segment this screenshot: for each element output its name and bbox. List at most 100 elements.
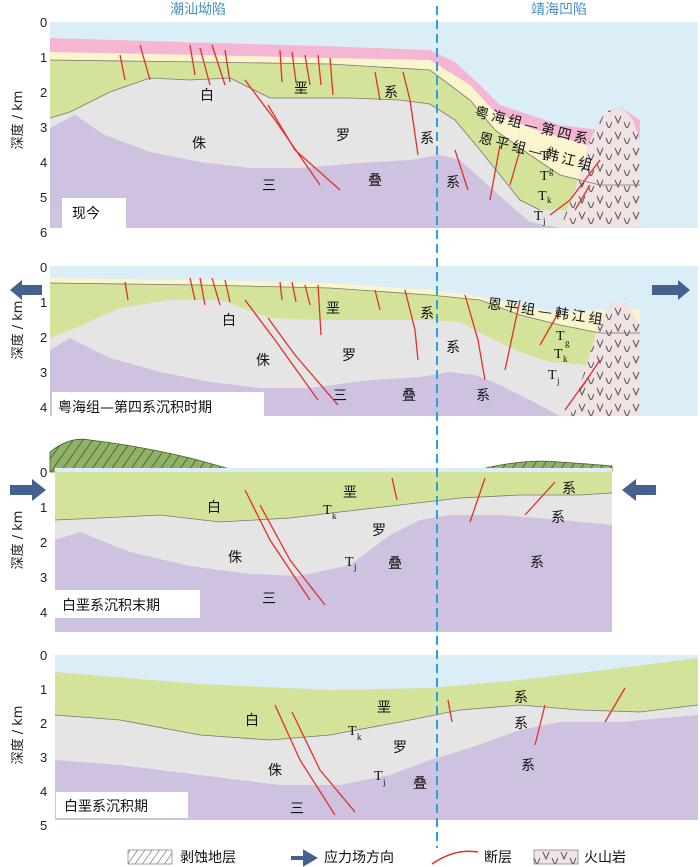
rock-label: 垩 [343, 485, 357, 501]
rock-label: 侏 [256, 353, 270, 369]
rock-label: 系 [530, 555, 544, 571]
rock-label: 系 [446, 175, 460, 191]
rock-label: 系 [420, 131, 434, 147]
horizon-subscript: j [382, 777, 386, 787]
panel-present [49, 22, 698, 228]
stress-arrow-right [652, 280, 690, 300]
rock-label: 叠 [368, 173, 382, 189]
horizon-symbol: T [540, 149, 549, 164]
horizon-subscript: j [353, 562, 357, 572]
rock-label: 白 [207, 500, 221, 516]
tick-label: 0 [40, 648, 47, 663]
panel-title: 现今 [72, 206, 100, 222]
rock-label: 三 [262, 178, 276, 194]
legend-label-fault: 断层 [484, 850, 512, 866]
tick-label: 3 [40, 750, 47, 765]
horizon-symbol: T [554, 347, 563, 362]
panel-title-box [54, 590, 200, 618]
horizon-symbol: T [348, 724, 357, 739]
ticks-panel1: 0 1 2 3 4 5 6 [40, 15, 47, 240]
rock-label: 系 [551, 510, 565, 526]
tick-label: 2 [40, 85, 47, 100]
horizon-symbol: T [534, 209, 543, 224]
rock-label: 叠 [388, 556, 402, 572]
legend-label-stress: 应力场方向 [324, 849, 394, 866]
horizon-symbol: T [323, 503, 332, 518]
axis-label-panel3: 深度 / km [10, 511, 26, 570]
tick-label: 1 [40, 500, 47, 515]
rock-label: 垩 [377, 700, 391, 716]
tick-label: 5 [40, 818, 47, 833]
rock-label: 三 [262, 591, 276, 607]
tick-label: 5 [40, 190, 47, 205]
rock-label: 系 [562, 481, 576, 497]
rock-label: 三 [290, 801, 304, 817]
panel-title-box [56, 792, 188, 818]
ticks-panel3: 0 1 2 3 4 [40, 465, 47, 620]
rock-label: 罗 [372, 523, 386, 539]
horizon-subscript: j [556, 376, 560, 386]
tick-label: 2 [40, 330, 47, 345]
rock-label: 三 [333, 388, 347, 404]
rock-label: 系 [521, 758, 535, 774]
horizon-symbol: T [538, 189, 547, 204]
legend: 剥蚀地层 应力场方向 断层 火山岩 [127, 849, 626, 867]
horizon-symbol: T [556, 329, 565, 344]
horizon-subscript: k [547, 195, 552, 205]
rock-label: 垩 [326, 301, 340, 317]
horizon-symbol: T [374, 769, 383, 784]
panel-title-box [52, 392, 264, 420]
horizon-subscript: j [542, 216, 546, 226]
panel-yuehai-period [49, 266, 698, 416]
horizon-subscript: k [357, 732, 362, 742]
horizon-symbol: T [548, 368, 557, 383]
horizon-symbol: T [345, 555, 354, 570]
tick-label: 1 [40, 50, 47, 65]
stress-arrow-right-inward [622, 479, 656, 501]
tick-label: 3 [40, 570, 47, 585]
rock-label: 白 [222, 313, 236, 329]
tick-label: 4 [40, 155, 47, 170]
region-label-jinghai: 靖海凹陷 [531, 2, 587, 18]
rock-label: 侏 [228, 550, 242, 566]
tick-label: 0 [40, 260, 47, 275]
horizon-subscript: g [565, 338, 570, 348]
axis-label-panel2: 深度 / km [10, 301, 26, 360]
rock-label: 侏 [192, 136, 206, 152]
panel-title-box [62, 198, 126, 228]
panel-title: 粤海组—第四系沉积时期 [58, 399, 212, 416]
stress-arrow-left-inward [10, 479, 46, 501]
rock-label: 系 [384, 85, 398, 101]
axis-label-panel1: 深度 / km [10, 91, 26, 150]
rock-label: 叠 [413, 776, 427, 792]
volcanic-swatch [533, 849, 579, 865]
tick-label: 6 [40, 225, 47, 240]
legend-label-erosion: 剥蚀地层 [180, 850, 236, 866]
rock-label: 白 [245, 713, 259, 729]
rock-label: 叠 [402, 388, 416, 404]
stress-arrow-swatch [291, 849, 318, 867]
rock-label: 罗 [342, 348, 356, 364]
horizon-symbol: T [540, 169, 549, 184]
horizon-subscript: k [563, 354, 568, 364]
rock-label: 系 [476, 388, 490, 404]
panel-title: 白垩系沉积期 [64, 799, 148, 815]
rock-label: 罗 [393, 740, 407, 756]
fault-swatch [431, 850, 479, 865]
rock-label: 系 [446, 340, 460, 356]
rock-label: 垩 [294, 81, 308, 97]
rock-label: 白 [200, 88, 214, 104]
tick-label: 0 [40, 465, 47, 480]
ticks-panel4: 0 1 2 3 4 5 [40, 648, 47, 833]
tick-label: 1 [40, 682, 47, 697]
tick-label: 2 [40, 535, 47, 550]
erosion-swatch [127, 849, 173, 865]
tick-label: 0 [40, 15, 47, 30]
rock-label: 罗 [336, 128, 350, 144]
panel-title: 白垩系沉积末期 [62, 598, 160, 614]
horizon-subscript: k [332, 511, 337, 521]
rock-label: 侏 [268, 763, 282, 779]
tick-label: 3 [40, 365, 47, 380]
